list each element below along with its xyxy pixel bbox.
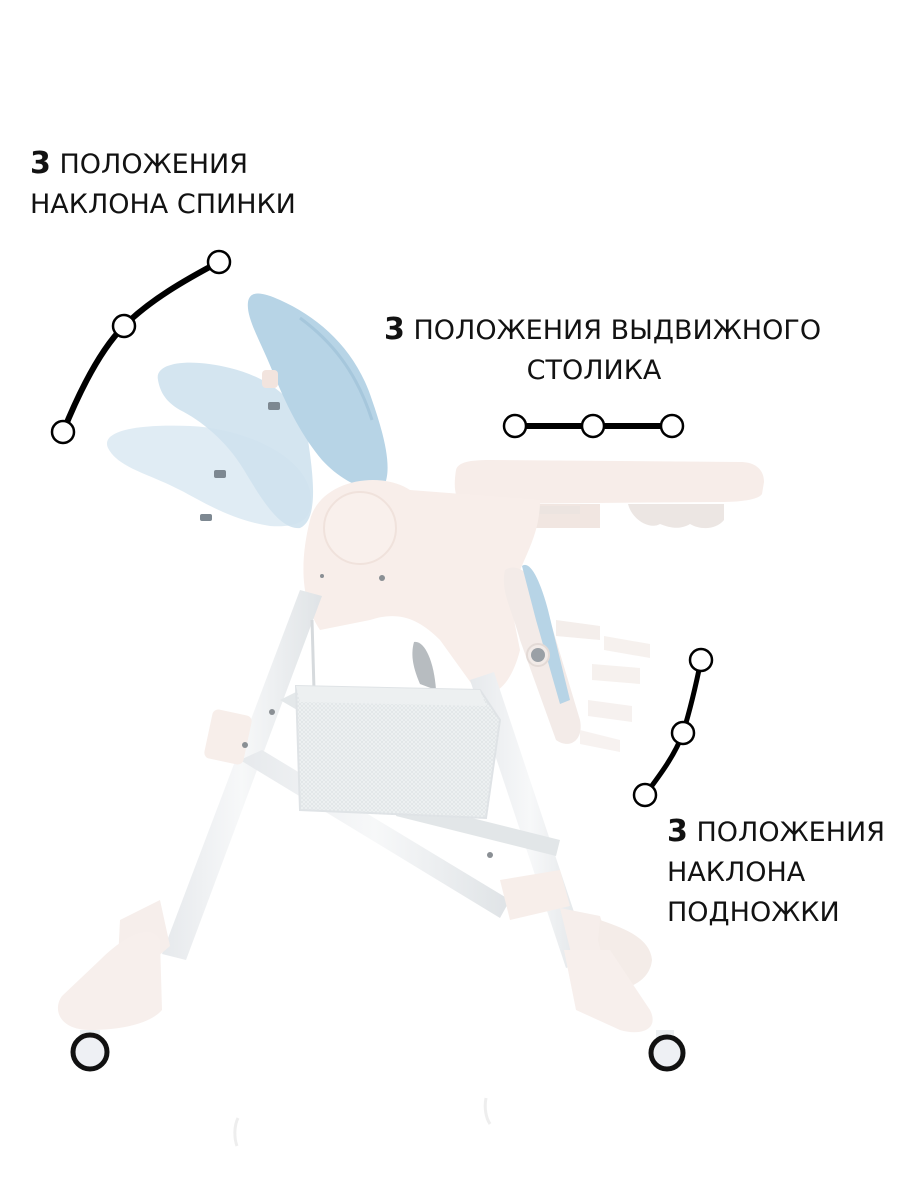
footrest-recline-label: 3 ПОЛОЖЕНИЯ НАКЛОНА ПОДНОЖКИ (667, 812, 885, 933)
chair-feet (57, 900, 653, 1033)
wheel-left (70, 1032, 110, 1072)
footrest-positions-indicator (632, 647, 714, 808)
footrest-line1: ПОЛОЖЕНИЯ (696, 817, 885, 848)
footrest-count: 3 (667, 814, 688, 849)
position-dot-3 (659, 413, 685, 439)
tray-line2: СТОЛИКА (526, 355, 662, 386)
position-dot-1 (50, 419, 76, 445)
wheels (70, 1030, 686, 1147)
backrest-positions (106, 293, 388, 529)
tray-line1: ПОЛОЖЕНИЯ ВЫДВИЖНОГО (413, 315, 822, 346)
footrest-line3: ПОДНОЖКИ (667, 897, 840, 928)
position-dot-3 (206, 249, 232, 275)
position-dot-2 (111, 313, 137, 339)
hinge-knob (323, 491, 397, 565)
backrest-line1: ПОЛОЖЕНИЯ (59, 149, 248, 180)
tray-position-label: 3 ПОЛОЖЕНИЯ ВЫДВИЖНОГО СТОЛИКА (384, 310, 821, 391)
backrest-positions-indicator (50, 249, 232, 445)
wheel-right (648, 1034, 686, 1072)
backrest-recline-label: 3 ПОЛОЖЕНИЯ НАКЛОНА СПИНКИ (30, 144, 296, 225)
tray-count: 3 (384, 312, 405, 347)
backrest-upright (247, 293, 388, 490)
position-dot-2 (580, 413, 606, 439)
chair-frame (303, 480, 650, 752)
position-dot-2 (670, 720, 696, 746)
backrest-line2: НАКЛОНА СПИНКИ (30, 189, 296, 220)
backrest-count: 3 (30, 146, 51, 181)
footrest-line2: НАКЛОНА (667, 857, 806, 888)
storage-basket (294, 619, 502, 820)
position-dot-1 (502, 413, 528, 439)
position-dot-3 (688, 647, 714, 673)
position-dot-1 (632, 782, 658, 808)
tray-positions-indicator (502, 413, 685, 439)
